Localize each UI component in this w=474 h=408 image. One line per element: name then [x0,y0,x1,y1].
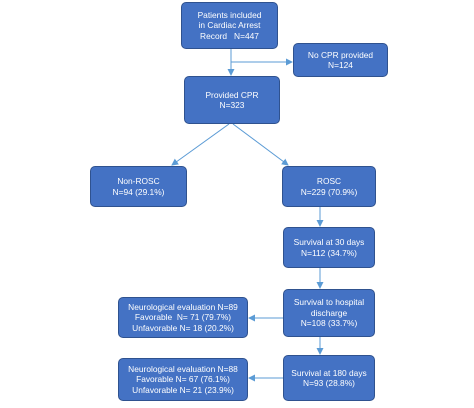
neuro-discharge-line-2: Favorable N= 71 (79.7%) [134,312,232,323]
no-cpr-line-1: No CPR provided [307,49,374,60]
neuro-180-line-1: Neurological evaluation N=88 [128,363,238,374]
non-rosc-line-1: Non-ROSC [117,176,160,186]
rosc-line-1: ROSC [316,176,342,186]
box-non-rosc: Non-ROSC N=94 (29.1%) [90,166,187,207]
box-neuro-180: Neurological evaluation N=88 Favorable N… [118,358,248,401]
rosc-line-2: N=229 (70.9%) [300,186,358,197]
survival-30-line-2: N=112 (34.7%) [301,247,357,258]
neuro-discharge-line-3: Unfavorable N= 18 (20.2%) [132,322,234,333]
arrow-cpr-to-rosc [232,123,289,166]
box-provided-cpr: Provided CPR N=323 [184,76,280,124]
box-survival-30: Survival at 30 days N=112 (34.7%) [283,227,375,268]
box-no-cpr: No CPR provided N=124 [293,43,388,77]
survival-180-line-2: N=93 (28.8%) [303,378,355,388]
registry-line-1: Patients included [197,9,262,20]
no-cpr-line-2: N=124 [328,60,353,70]
survival-discharge-line-2: discharge [310,307,348,318]
box-registry: Patients included in Cardiac Arrest Reco… [181,2,278,49]
provided-cpr-line-2: N=323 [219,100,245,110]
survival-discharge-line-1: Survival to hospital [293,297,365,308]
box-neuro-discharge: Neurological evaluation N=89 Favorable N… [118,297,248,338]
neuro-180-line-2: Favorable N= 67 (76.1%) [136,374,230,385]
box-survival-discharge: Survival to hospital discharge N=108 (33… [283,289,375,337]
survival-30-line-1: Survival at 30 days [293,237,365,247]
box-survival-180: Survival at 180 days N=93 (28.8%) [283,355,375,401]
survival-discharge-line-3: N=108 (33.7%) [300,318,358,329]
provided-cpr-line-1: Provided CPR [205,89,259,100]
neuro-180-line-3: Unfavorable N= 21 (23.9%) [132,384,234,395]
arrow-cpr-to-non-rosc [171,123,230,166]
registry-line-3: Record N=447 [200,30,259,41]
box-rosc: ROSC N=229 (70.9%) [282,166,376,207]
neuro-discharge-line-1: Neurological evaluation N=89 [128,301,238,312]
non-rosc-line-2: N=94 (29.1%) [112,186,165,197]
survival-180-line-1: Survival at 180 days [291,367,367,378]
registry-line-2: in Cardiac Arrest [198,20,261,31]
